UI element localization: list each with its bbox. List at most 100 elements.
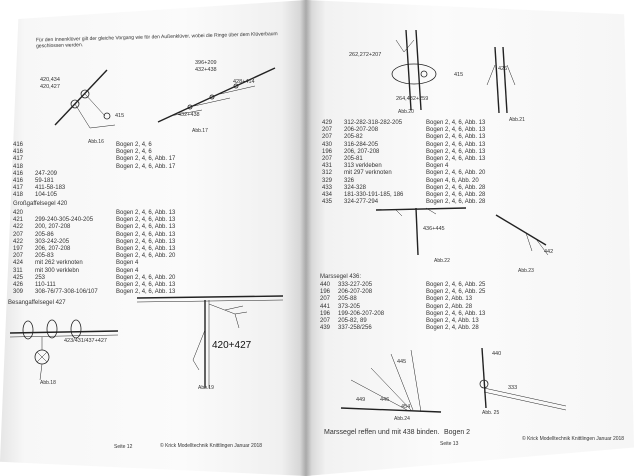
fig22-label-1: 436+445 xyxy=(423,226,445,232)
item-reference: Bogen 2, 4, 6, Abb. 13 xyxy=(116,289,176,296)
item-number: 424 xyxy=(13,260,24,267)
item-reference: Bogen 2, 4, 6, Abb. 13 xyxy=(426,127,486,134)
item-parts: 206-207-208 xyxy=(338,289,373,296)
item-number: 429 xyxy=(322,120,333,126)
item-number: 417 xyxy=(13,185,24,192)
item-number: 422 xyxy=(13,238,24,245)
item-parts: 181-330-191-185, 186 xyxy=(344,191,404,198)
figure-16-drawing xyxy=(54,69,116,129)
book-spine xyxy=(300,0,312,476)
item-reference: Bogen 2, 4, 6, Abb. 13 xyxy=(426,134,486,141)
figure-25-drawing xyxy=(479,347,567,411)
fig17-label-3: 428+414 xyxy=(233,79,255,85)
item-reference: Bogen 2, 4, 6, Abb. 13 xyxy=(116,217,176,224)
item-reference: Bogen 2, 4, 6, Abb. 28 xyxy=(426,191,486,198)
fig25-label-1: 440 xyxy=(492,351,502,357)
item-reference: Bogen 2, 4, 6, Abb. 13 xyxy=(116,238,176,245)
item-number: 426 xyxy=(13,281,24,288)
fig20-label-3: 415 xyxy=(454,72,464,78)
item-reference: Bogen 2, 4, 6, Abb. 20 xyxy=(116,274,176,281)
item-parts: mit 297 verknoten xyxy=(344,170,392,177)
item-parts: 205-82, 89 xyxy=(338,317,367,324)
right-copyright: © Krick Modelltechnik Knittlingen Januar… xyxy=(522,436,625,442)
fig16-label-3: 415 xyxy=(115,113,125,119)
mars-title: Marssegel 436: xyxy=(320,274,362,280)
figure-24-drawing xyxy=(340,349,442,413)
item-parts: 411-58-183 xyxy=(35,185,66,192)
list-row: 416 Bogen 2, 4, 6 xyxy=(13,149,173,156)
item-reference: Bogen 2, 4, 6, Abb. 28 xyxy=(426,199,486,206)
item-parts: 324-328 xyxy=(344,184,367,191)
list-row: 417 411-58-183 xyxy=(13,185,173,192)
item-reference: Bogen 4 xyxy=(116,267,139,274)
item-parts: 206, 207-208 xyxy=(35,245,71,252)
item-number: 416 xyxy=(13,149,24,156)
item-reference: Bogen 2, 4, 6, Abb. 13 xyxy=(426,148,486,155)
item-number: 434 xyxy=(322,191,333,198)
item-number: 425 xyxy=(13,274,24,281)
fig21-caption: Abb.21 xyxy=(509,117,525,123)
item-reference: Bogen 2, 4, 6, Abb. 13 xyxy=(426,120,486,126)
fig22-caption: Abb.22 xyxy=(434,258,450,264)
item-reference: Bogen 2, 4, Abb. 28 xyxy=(426,325,479,332)
item-reference: Bogen 2, 4, 6 xyxy=(116,149,152,156)
fig17-label-2: 432+438 xyxy=(195,67,217,73)
item-reference: Bogen 2, 4, 6, Abb. 17 xyxy=(116,156,176,163)
item-number: 196 xyxy=(322,148,333,155)
item-reference: Bogen 2, 4, 6, Abb. 25 xyxy=(426,282,486,288)
item-number: 207 xyxy=(322,127,333,134)
fig23-label-1: 442 xyxy=(544,249,554,255)
item-parts: 206, 207-208 xyxy=(344,148,380,155)
intro-text: Für den Innenklüver gilt der gleiche Vor… xyxy=(35,31,278,50)
right-page: 262,272+207 264,432+259 415 Abb.20 426 A… xyxy=(306,0,634,476)
fig17-label-1: 396+209 xyxy=(195,60,217,66)
item-reference: Bogen 2, 4, Abb. 13 xyxy=(426,317,479,324)
fig18-caption: Abb.18 xyxy=(40,380,56,386)
item-parts: 373-205 xyxy=(338,303,361,310)
fig25-caption: Abb. 25 xyxy=(482,410,500,416)
fig21-label-1: 426 xyxy=(498,66,508,72)
left-copyright: © Krick Modelltechnik Knittlingen Januar… xyxy=(160,443,263,449)
item-parts: 333-227-205 xyxy=(338,282,373,288)
item-reference: Bogen 4, 6, Abb. 20 xyxy=(426,177,479,184)
item-parts: 316-284-205 xyxy=(344,141,379,148)
fig19-label-1: 420+427 xyxy=(212,340,252,351)
item-number: 431 xyxy=(322,163,333,170)
item-number: 196 xyxy=(320,310,331,317)
figure-18-drawing xyxy=(9,319,119,381)
item-number: 416 xyxy=(13,142,24,148)
fig16-label-1: 420,434 xyxy=(40,77,60,83)
list-row: 434 181-330-191-185, 186 Bogen 2, 4, 6, Ab… xyxy=(322,192,522,199)
item-reference: Bogen 2, 4, 6, Abb. 20 xyxy=(116,253,176,260)
figure-21-drawing xyxy=(486,46,516,114)
item-parts: 308-76/77-308-106/107 xyxy=(35,289,98,296)
item-reference: Bogen 2, 4, 6, Abb. 13 xyxy=(116,245,176,252)
item-parts: 110-111 xyxy=(35,281,56,288)
item-number: 422 xyxy=(13,224,24,231)
item-reference: Bogen 2, 4, 6, Abb. 28 xyxy=(426,184,486,191)
item-reference: Bogen 2, 4, 6, Abb. 25 xyxy=(426,289,486,296)
item-number: 309 xyxy=(13,289,24,296)
fig16-caption: Abb.16 xyxy=(88,139,104,145)
figure-20-drawing xyxy=(391,29,437,111)
item-parts: 324-277-294 xyxy=(344,199,379,206)
item-number: 329 xyxy=(322,177,333,184)
